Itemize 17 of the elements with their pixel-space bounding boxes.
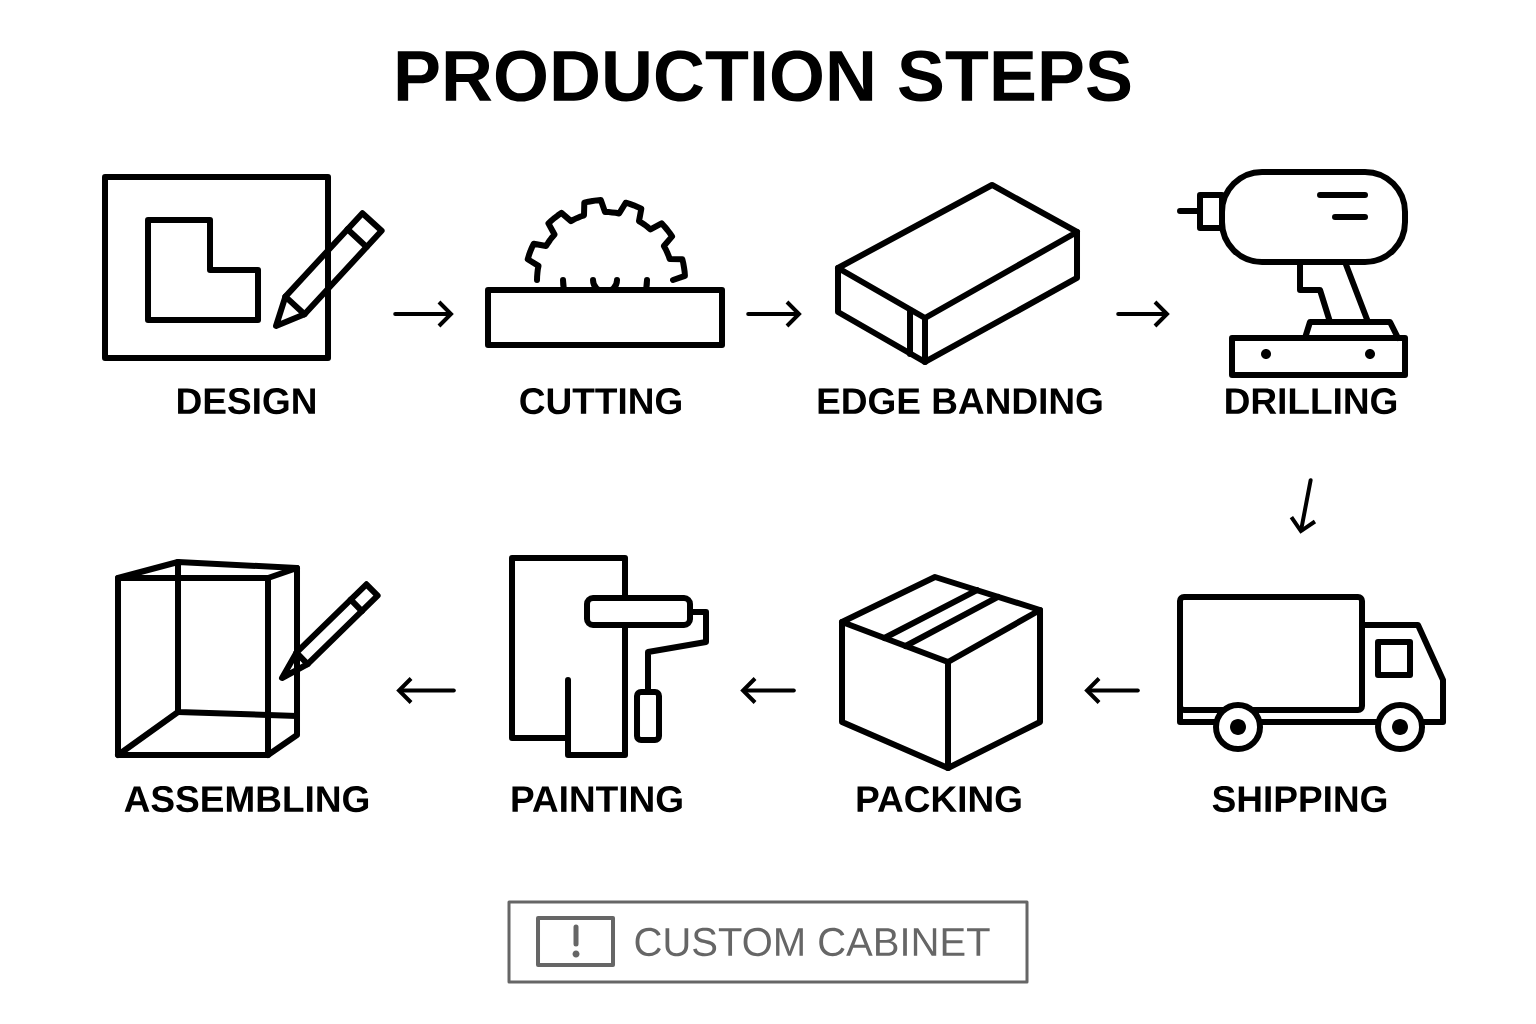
arrow <box>396 677 456 704</box>
step-label: EDGE BANDING <box>818 388 1102 415</box>
arrow <box>746 300 802 328</box>
arrow <box>1289 478 1317 534</box>
arrow <box>393 300 454 328</box>
step-label: DRILLING <box>1226 388 1397 415</box>
step-label: ASSEMBLING <box>124 786 369 813</box>
arrow <box>740 677 796 704</box>
step-label: CUTTING <box>520 388 681 415</box>
badge-box: CUSTOM CABINET <box>507 900 1029 984</box>
step-label: SHIPPING <box>1212 786 1387 813</box>
arrow <box>1084 677 1140 704</box>
step-label: PACKING <box>857 786 1021 813</box>
title: PRODUCTION STEPS <box>397 50 1131 102</box>
step-label: DESIGN <box>178 388 315 415</box>
step-label: PAINTING <box>512 786 682 813</box>
arrow <box>1116 300 1170 328</box>
